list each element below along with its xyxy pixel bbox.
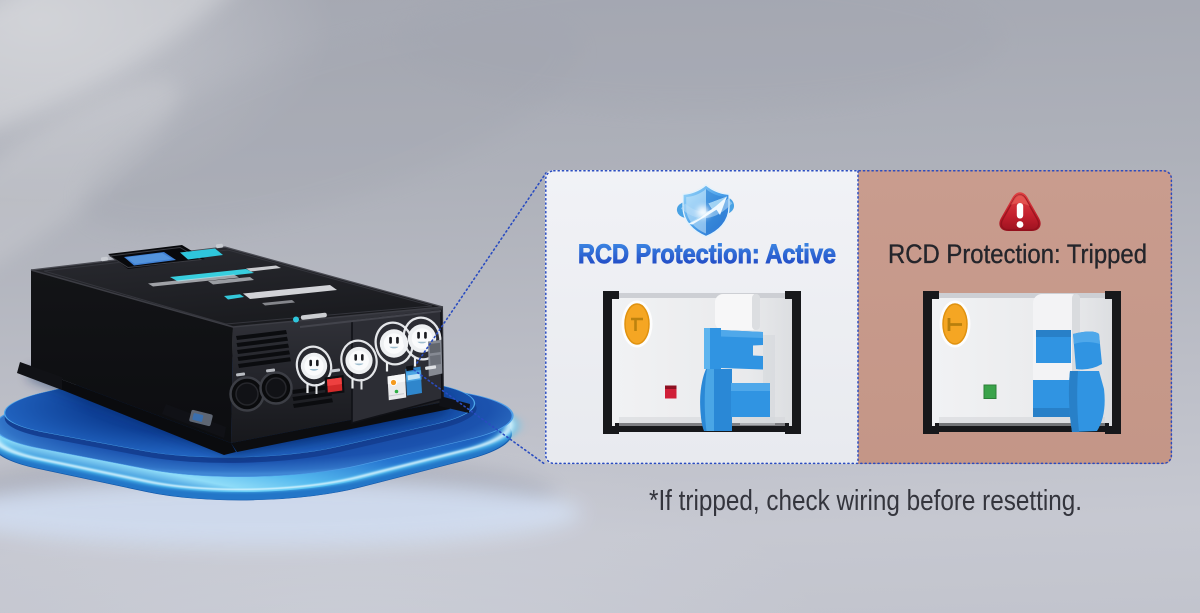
svg-text:RCD Protection: Tripped: RCD Protection: Tripped — [888, 239, 1147, 269]
svg-text:*If tripped, check wiring befo: *If tripped, check wiring before resetti… — [649, 485, 1082, 517]
svg-text:RCD Protection: Active: RCD Protection: Active — [578, 239, 836, 269]
